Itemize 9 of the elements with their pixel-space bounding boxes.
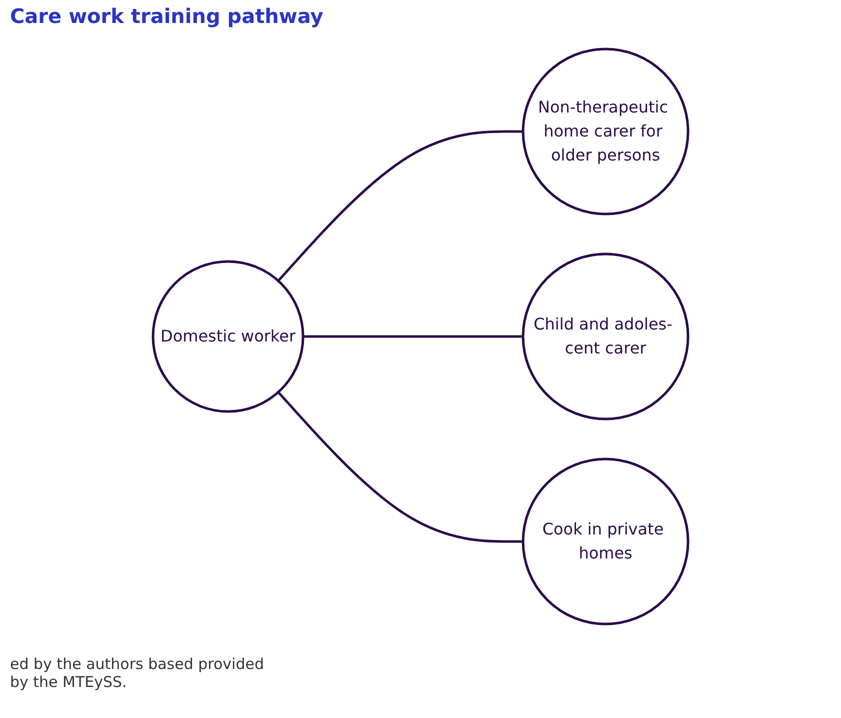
connector (277, 130, 524, 282)
diagram-title: Care work training pathway (10, 4, 324, 28)
connector (303, 334, 524, 338)
node-circle: Domestic worker (152, 260, 304, 412)
node-circle: Child and adoles- cent carer (522, 252, 690, 420)
node-circle: Cook in private homes (522, 457, 690, 625)
node-circle: Non-therapeutic home carer for older persons (522, 47, 690, 215)
source-caption: ed by the authors based provided by the MTEySS. (10, 655, 265, 691)
connector (277, 390, 524, 542)
